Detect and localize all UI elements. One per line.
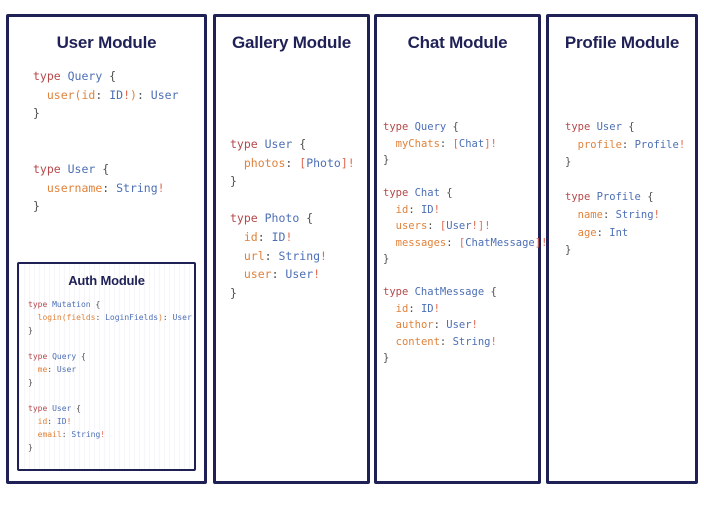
module-card-gallery[interactable]: Gallery Module type User { photos: [Phot… (213, 14, 370, 484)
module-title-user: User Module (56, 33, 157, 52)
code-line: username: String! (46, 180, 165, 195)
code-line: } (383, 154, 390, 166)
code-line: messages: [ChatMessage]! (395, 236, 548, 249)
code-line: } (383, 352, 390, 364)
code-line: type Query { (33, 69, 117, 83)
code-line: type Chat { (383, 187, 453, 199)
code-line: url: String! (243, 248, 327, 263)
code-line: type Profile { (565, 191, 654, 204)
code-line: } (383, 253, 390, 265)
module-title-gallery: Gallery Module (231, 33, 352, 52)
code-line: age: Int (577, 226, 629, 239)
code-line: myChats: [Chat]! (395, 137, 497, 150)
code-line (383, 169, 538, 186)
code-line: id: ID! (395, 302, 440, 315)
code-line: me: User (37, 365, 77, 374)
code-line: type User { (230, 137, 307, 151)
schema-code-user: type Query { user(id: ID!): User} type U… (9, 57, 204, 216)
code-line: } (565, 156, 572, 169)
code-line: id: ID! (395, 203, 440, 216)
module-title-profile: Profile Module (564, 33, 680, 52)
module-title-chat: Chat Module (407, 33, 508, 52)
code-line (33, 123, 204, 142)
code-line: type Mutation { (28, 300, 101, 309)
schema-code-auth: type Mutation { login(fields: LoginField… (19, 292, 194, 454)
code-line: author: User! (395, 319, 478, 331)
module-card-auth[interactable]: Auth Module type Mutation { login(fields… (17, 262, 196, 471)
code-line: } (28, 326, 33, 335)
schema-code-profile: type User { profile: Profile!} type Prof… (549, 57, 695, 260)
code-line: type User { (28, 404, 81, 413)
code-line: } (28, 378, 33, 387)
code-line (383, 268, 538, 285)
code-line: name: String! (577, 208, 660, 221)
code-line: type Photo { (230, 211, 314, 226)
code-line: login(fields: LoginFields): User (37, 313, 192, 322)
code-line (230, 191, 367, 210)
code-line (28, 389, 194, 402)
code-line (565, 172, 695, 190)
code-line: content: String! (395, 335, 497, 348)
code-line: type User { (33, 161, 110, 176)
module-title-auth: Auth Module (68, 273, 145, 288)
code-line (28, 337, 194, 350)
code-line: user(id: ID!): User (46, 87, 179, 102)
module-card-user[interactable]: User Module type Query { user(id: ID!): … (6, 14, 207, 484)
code-line: } (230, 174, 237, 189)
code-line: photos: [Photo]! (243, 155, 355, 170)
code-line: email: String! (37, 430, 106, 439)
schema-code-gallery: type User { photos: [Photo]!} type Photo… (216, 57, 367, 302)
code-line: type Query { (383, 121, 459, 133)
code-line: user: User! (243, 267, 321, 282)
code-line: id: ID! (37, 417, 72, 426)
code-line: type ChatMessage { (383, 286, 497, 298)
code-line: users: [User!]! (395, 220, 491, 232)
code-line: type User { (565, 121, 635, 133)
schema-code-chat: type Query { myChats: [Chat]!} type Chat… (377, 57, 548, 367)
code-line (33, 141, 204, 160)
module-card-profile[interactable]: Profile Module type User { profile: Prof… (546, 14, 698, 484)
code-line: } (28, 443, 33, 452)
code-line: id: ID! (243, 229, 293, 244)
code-line: } (565, 244, 572, 257)
code-line: } (230, 285, 237, 300)
code-line: profile: Profile! (577, 138, 686, 151)
code-line: } (33, 106, 40, 121)
code-line: type Query { (28, 352, 86, 361)
module-card-chat[interactable]: Chat Module type Query { myChats: [Chat]… (374, 14, 548, 484)
code-line: } (33, 199, 40, 214)
